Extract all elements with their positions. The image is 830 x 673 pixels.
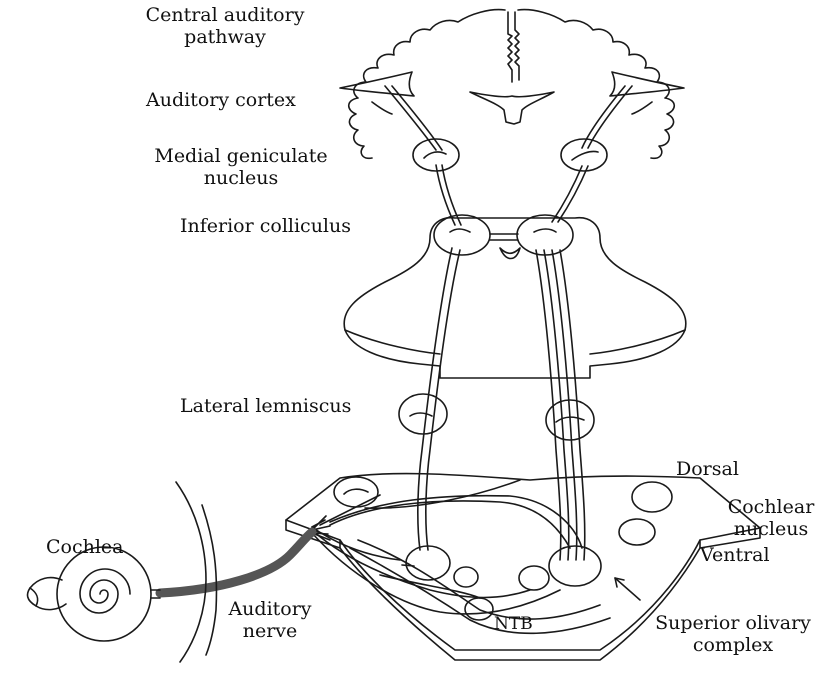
superior-olivary-label-line2: complex xyxy=(636,634,830,656)
ntb-label: NTB xyxy=(494,613,533,635)
cochlear-nucleus-label: Cochlear nucleus xyxy=(712,496,830,540)
cochlear-nucleus-label-line1: Cochlear xyxy=(712,496,830,518)
auditory-cortex-label: Auditory cortex xyxy=(146,89,296,111)
lateral-lemniscus-left xyxy=(399,394,447,434)
central-pathway-label-line1: Central auditory xyxy=(136,4,314,26)
dorsal-label: Dorsal xyxy=(676,458,739,480)
medial-geniculate-label: Medial geniculate nucleus xyxy=(138,145,344,189)
auditory-cortex-right-sulcus xyxy=(610,72,684,96)
superior-olivary-label: Superior olivary complex xyxy=(636,612,830,656)
longitudinal-fissure xyxy=(508,12,512,82)
ventral-label: Ventral xyxy=(700,544,770,566)
auditory-nerve-label-line2: nerve xyxy=(218,620,322,642)
medial-geniculate-label-line2: nucleus xyxy=(138,167,344,189)
central-pathway-label: Central auditory pathway xyxy=(136,4,314,48)
cochlear-nucleus-label-line2: nucleus xyxy=(712,518,830,540)
auditory-nerve-label: Auditory nerve xyxy=(218,598,322,642)
superior-olivary-label-line1: Superior olivary xyxy=(636,612,830,634)
cochlea-spiral xyxy=(57,547,151,641)
inferior-colliculus-left xyxy=(434,215,490,255)
superior-olive-right xyxy=(549,546,601,586)
central-pathway-label-line2: pathway xyxy=(136,26,314,48)
auditory-nerve xyxy=(160,532,312,593)
inferior-colliculus-label: Inferior colliculus xyxy=(180,215,351,237)
midbrain-body xyxy=(344,218,686,378)
auditory-cortex-left-sulcus xyxy=(340,72,414,96)
ventricle xyxy=(470,92,554,124)
cochlea-label: Cochlea xyxy=(46,536,124,558)
medial-geniculate-label-line1: Medial geniculate xyxy=(138,145,344,167)
auditory-nerve-label-line1: Auditory xyxy=(218,598,322,620)
cochlear-nucleus-dorsal xyxy=(334,477,378,507)
lateral-lemniscus-label: Lateral lemniscus xyxy=(180,395,351,417)
cortex-outline-right xyxy=(518,10,674,159)
inferior-colliculus-right xyxy=(517,215,573,255)
cortex-outline-left xyxy=(349,10,505,159)
